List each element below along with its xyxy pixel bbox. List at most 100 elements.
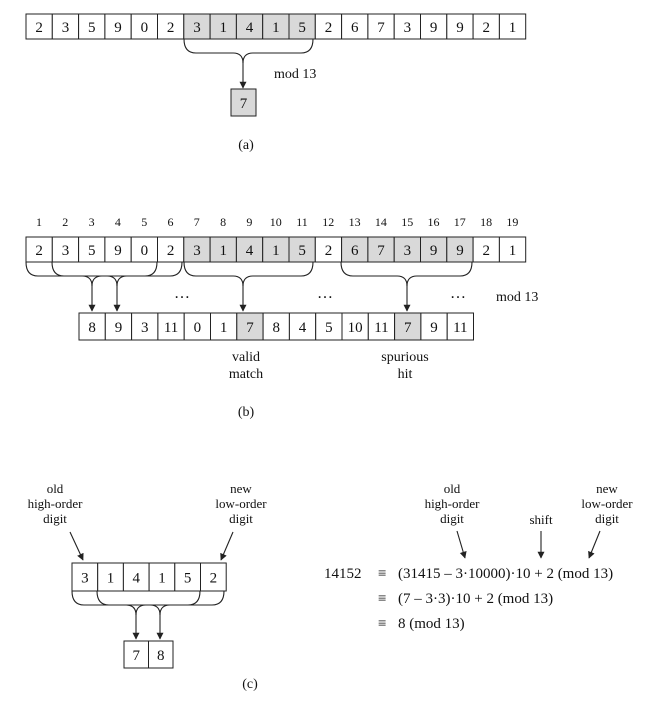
panel-a-digit-box (498, 13, 527, 40)
panel-b-result: 11 (164, 320, 178, 336)
panel-b-spurious-label-line1: spurious (381, 350, 428, 365)
panel-a-result-value: 7 (240, 96, 248, 112)
panel-a-digit: 2 (167, 20, 175, 36)
panel-b-index: 18 (480, 215, 492, 229)
panel-a-digit: 2 (483, 20, 491, 36)
panel-b-index: 19 (506, 215, 518, 229)
panel-a-digit-box (420, 13, 448, 40)
panel-a-digit-box (314, 13, 343, 40)
panel-b-index: 11 (296, 215, 308, 229)
eq-old-arrow (456, 530, 467, 559)
panel-b-window-brace-1 (25, 261, 158, 287)
panel-b-digit: 5 (298, 243, 306, 259)
panel-a-digit: 7 (377, 20, 385, 36)
panel-a-digit: 3 (404, 20, 412, 36)
eq-line-2: (7 – 3·3)·10 + 2 (mod 13) (398, 591, 553, 607)
eq-sign-2: ≡ (378, 591, 386, 607)
panel-a-digit: 1 (509, 20, 517, 36)
panel-b-result-box (394, 312, 422, 341)
panel-b-digit: 2 (325, 243, 333, 259)
panel-b-result: 3 (141, 320, 149, 336)
panel-a-digit: 9 (114, 20, 122, 36)
panel-b-digit: 5 (88, 243, 96, 259)
panel-b-digit-box (25, 236, 53, 263)
panel-b-index: 8 (220, 215, 226, 229)
panel-b-digit: 3 (404, 243, 412, 259)
eq-new-arrow (588, 530, 601, 559)
panel-a-digit: 6 (351, 20, 359, 36)
eq-sign-3: ≡ (378, 616, 386, 632)
panel-b-result: 8 (88, 320, 96, 336)
panel-b-digit: 9 (114, 243, 122, 259)
panel-b-result: 10 (348, 320, 363, 336)
panel-a-digit-box (183, 13, 211, 40)
eq-sign-1: ≡ (378, 566, 386, 582)
panel-a-digit: 2 (35, 20, 43, 36)
panel-b-digit-box (235, 236, 264, 263)
panel-b-digit: 2 (35, 243, 43, 259)
eq-new-label-line1: new (596, 481, 618, 496)
panel-a-digit-box (51, 13, 80, 40)
eq-new-label-line2: low-order (581, 496, 633, 511)
panel-b-digit: 7 (377, 243, 385, 259)
panel-a-caption: (a) (238, 138, 254, 153)
eq-shift-label: shift (529, 512, 553, 527)
panel-b-digit-box (209, 236, 237, 263)
panel-a-digit: 5 (88, 20, 96, 36)
panel-b-index: 17 (454, 215, 466, 229)
panel-c-digit-box (148, 562, 176, 592)
panel-c-result-box (123, 640, 149, 669)
panel-b-digit: 0 (141, 243, 149, 259)
panel-b-result: 9 (115, 320, 123, 336)
panel-b-digit-box (367, 236, 395, 263)
panel-c-result: 7 (133, 648, 141, 664)
panel-c-old-arrow (69, 531, 84, 561)
panel-b-mod-label: mod 13 (496, 290, 538, 305)
panel-b-index: 2 (62, 215, 68, 229)
panel-b-digit-box (420, 236, 448, 263)
panel-a-digit-box (262, 13, 290, 40)
panel-c-digit-box (200, 562, 227, 592)
panel-b-digit: 6 (351, 243, 359, 259)
panel-b-window-brace-2 (51, 261, 183, 287)
panel-b-digit: 9 (456, 243, 464, 259)
panel-b-digit: 9 (430, 243, 438, 259)
panel-b-index: 4 (115, 215, 121, 229)
eq-old-label-line2: high-order (425, 496, 481, 511)
panel-b-result: 0 (194, 320, 202, 336)
panel-a-digit: 4 (246, 20, 254, 36)
panel-b-digit-box (314, 236, 343, 263)
panel-a-result-box (230, 88, 257, 117)
panel-a-digit: 9 (456, 20, 464, 36)
panel-b-digit: 1 (509, 243, 517, 259)
panel-b-index: 15 (401, 215, 413, 229)
panel-c-digit: 5 (184, 570, 192, 586)
panel-b-digit: 1 (272, 243, 280, 259)
panel-a-digit-box (78, 13, 106, 40)
panel-a-digit: 5 (298, 20, 306, 36)
eq-new-label-line3: digit (595, 511, 619, 526)
panel-a-digit: 1 (272, 20, 280, 36)
panel-c-digit: 2 (210, 570, 218, 586)
panel-b-index: 10 (270, 215, 282, 229)
eq-old-label-line1: old (444, 481, 461, 496)
panel-b-digit-box (472, 236, 500, 263)
panel-b-index: 12 (322, 215, 334, 229)
panel-c-result-box (148, 640, 174, 669)
panel-b-valid-label-line1: valid (232, 350, 260, 365)
panel-c-old-label-line1: old (47, 481, 64, 496)
panel-a-digit: 0 (141, 20, 149, 36)
panel-b-index: 14 (375, 215, 387, 229)
panel-c-digit: 3 (81, 570, 89, 586)
panel-b-digit: 2 (483, 243, 491, 259)
panel-a-digit-box (341, 13, 369, 40)
panel-b-result: 1 (220, 320, 228, 336)
panel-b-digit: 2 (167, 243, 175, 259)
panel-a-window-brace (183, 38, 314, 64)
